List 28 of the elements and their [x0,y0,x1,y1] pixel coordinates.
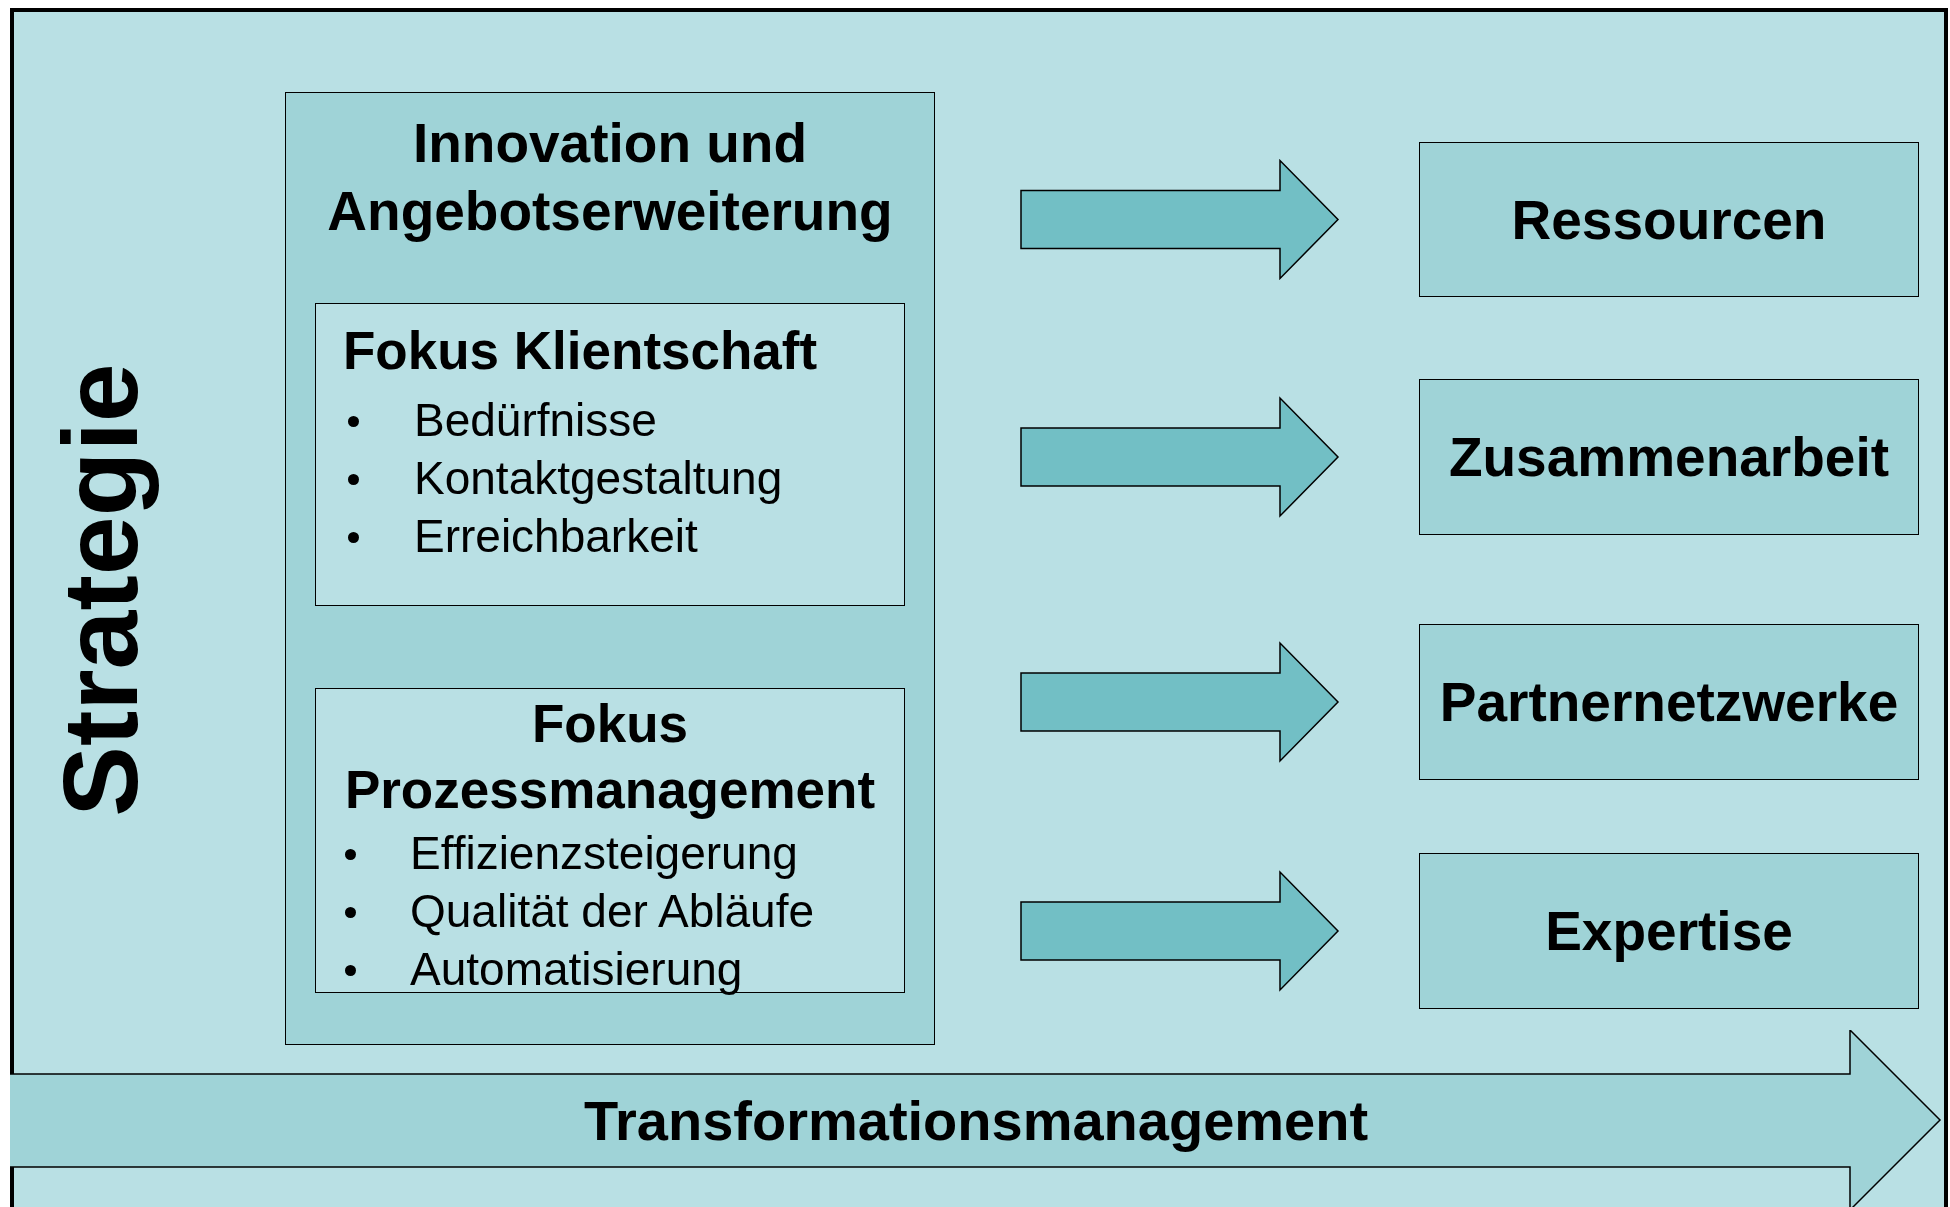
list-item: Qualität der Abläufe [410,884,815,939]
list-box [315,688,905,993]
list-heading: Fokus Klientschaft [343,320,819,382]
list-item: Effizienzsteigerung [410,826,798,881]
box-label: Zusammenarbeit [1448,425,1890,489]
block-arrow [1020,641,1340,763]
process-box [1419,142,1919,297]
process-box [1419,624,1919,780]
box-label: Ressourcen [1511,187,1827,252]
box-label: Partnernetzwerke [1439,670,1899,734]
side-title: Strategie [39,363,160,817]
group-heading: Innovation und Angebotserweiterung [326,111,894,244]
process-arrow-band [10,1030,1942,1207]
list-item: Bedürfnisse [414,393,657,448]
list-item: Erreichbarkeit [414,509,698,564]
block-arrow [1020,158,1340,281]
list-box [315,303,905,606]
band-label: Transformationsmanagement [582,1088,1370,1153]
frame-panel [10,8,1948,1207]
list-item: Automatisierung [410,942,743,997]
list-heading: Fokus Prozessmanagement [343,693,877,821]
list-item: Kontaktgestaltung [414,451,783,506]
box-label: Expertise [1545,899,1793,963]
block-arrow [1020,870,1340,992]
process-box [1419,853,1919,1009]
process-box [1419,379,1919,535]
block-arrow [1020,396,1340,518]
group-box [285,92,935,1045]
